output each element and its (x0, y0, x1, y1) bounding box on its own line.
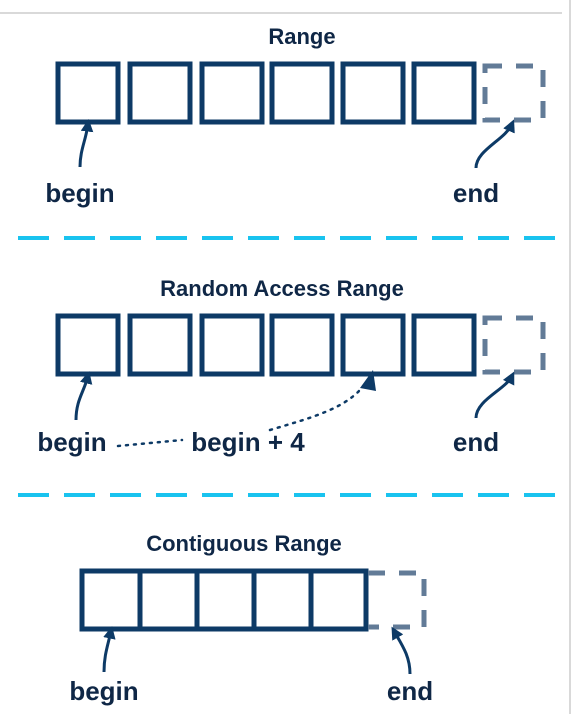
range-end-label: end (453, 178, 499, 208)
random-access-offset-dotted-arc (268, 380, 368, 432)
range-end-placeholder-box (482, 63, 546, 123)
contiguous-end-placeholder-box (368, 570, 427, 630)
random-access-title: Random Access Range (160, 276, 404, 301)
random-access-end-placeholder-box (482, 315, 546, 375)
random-access-section: Random Access Range begin begin + 4 end (37, 276, 546, 457)
range-section: Range begin end (45, 24, 546, 208)
range-element-box (269, 61, 335, 125)
random-access-element-box (55, 313, 121, 377)
contiguous-range-strip (79, 568, 369, 632)
random-access-begin-label: begin (37, 427, 106, 457)
contiguous-title: Contiguous Range (146, 531, 342, 556)
random-access-end-label: end (453, 427, 499, 457)
contiguous-end-label: end (387, 676, 433, 706)
range-element-box (340, 61, 406, 125)
range-element-box (411, 61, 477, 125)
random-access-offset-arrowhead (360, 370, 376, 391)
contiguous-begin-arrow (102, 626, 116, 673)
range-element-box (127, 61, 193, 125)
range-element-box (55, 61, 121, 125)
random-access-element-box (199, 313, 265, 377)
range-begin-label: begin (45, 178, 114, 208)
random-access-begin-arrow (74, 371, 93, 421)
random-access-element-box (340, 313, 406, 377)
random-access-offset-label: begin + 4 (191, 427, 305, 457)
range-begin-arrow (78, 118, 94, 168)
contiguous-begin-label: begin (69, 676, 138, 706)
random-access-end-arrow (474, 371, 515, 419)
contiguous-section: Contiguous Range begin end (69, 531, 433, 706)
random-access-offset-dotted-link (116, 438, 184, 448)
contiguous-end-arrow (391, 626, 412, 675)
range-end-arrow (474, 119, 515, 169)
random-access-element-box (411, 313, 477, 377)
random-access-element-box (127, 313, 193, 377)
range-title: Range (268, 24, 335, 49)
random-access-element-box (269, 313, 335, 377)
range-element-box (199, 61, 265, 125)
